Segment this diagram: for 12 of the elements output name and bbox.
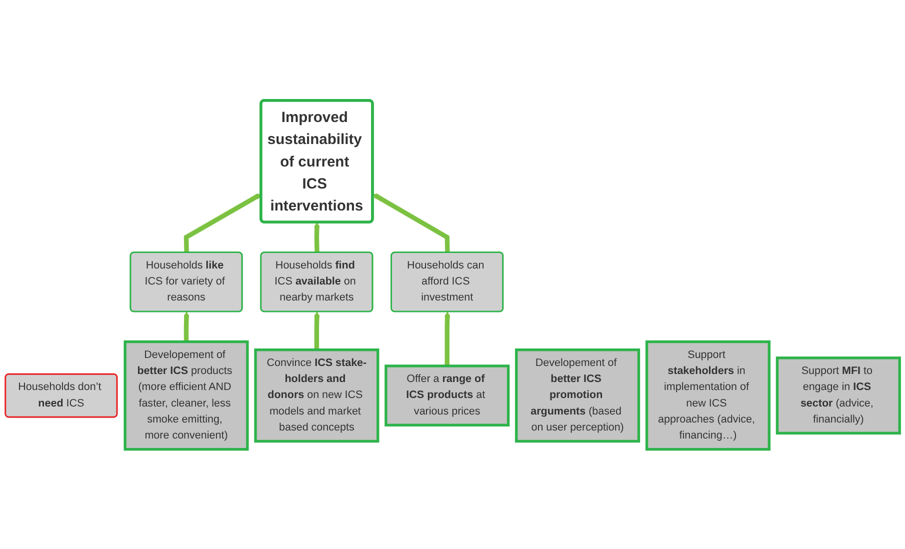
- arrow: [314, 222, 320, 252]
- node-box: Developement of better ICS products (more efficient AND faster, cleaner, less smoke emitting, more convenient): [124, 340, 249, 450]
- arrow: [444, 311, 450, 366]
- arrow: [314, 311, 320, 350]
- arrow: [372, 193, 450, 252]
- arrow: [184, 311, 190, 342]
- node-box: Offer a range of ICS products at various prices: [384, 364, 510, 426]
- node-box: Support MFI to engage in ICS sector (advice, financially): [776, 356, 901, 434]
- arrow: [184, 193, 262, 252]
- node-box: Support stakeholders in implementation of new ICS approaches (advice, financing…): [645, 340, 771, 450]
- node-box: Convince ICS stake-holders and donors on new ICS models and market based concepts: [254, 348, 380, 442]
- node-box: Developement of better ICS promotion arguments (based on user perception): [515, 348, 640, 442]
